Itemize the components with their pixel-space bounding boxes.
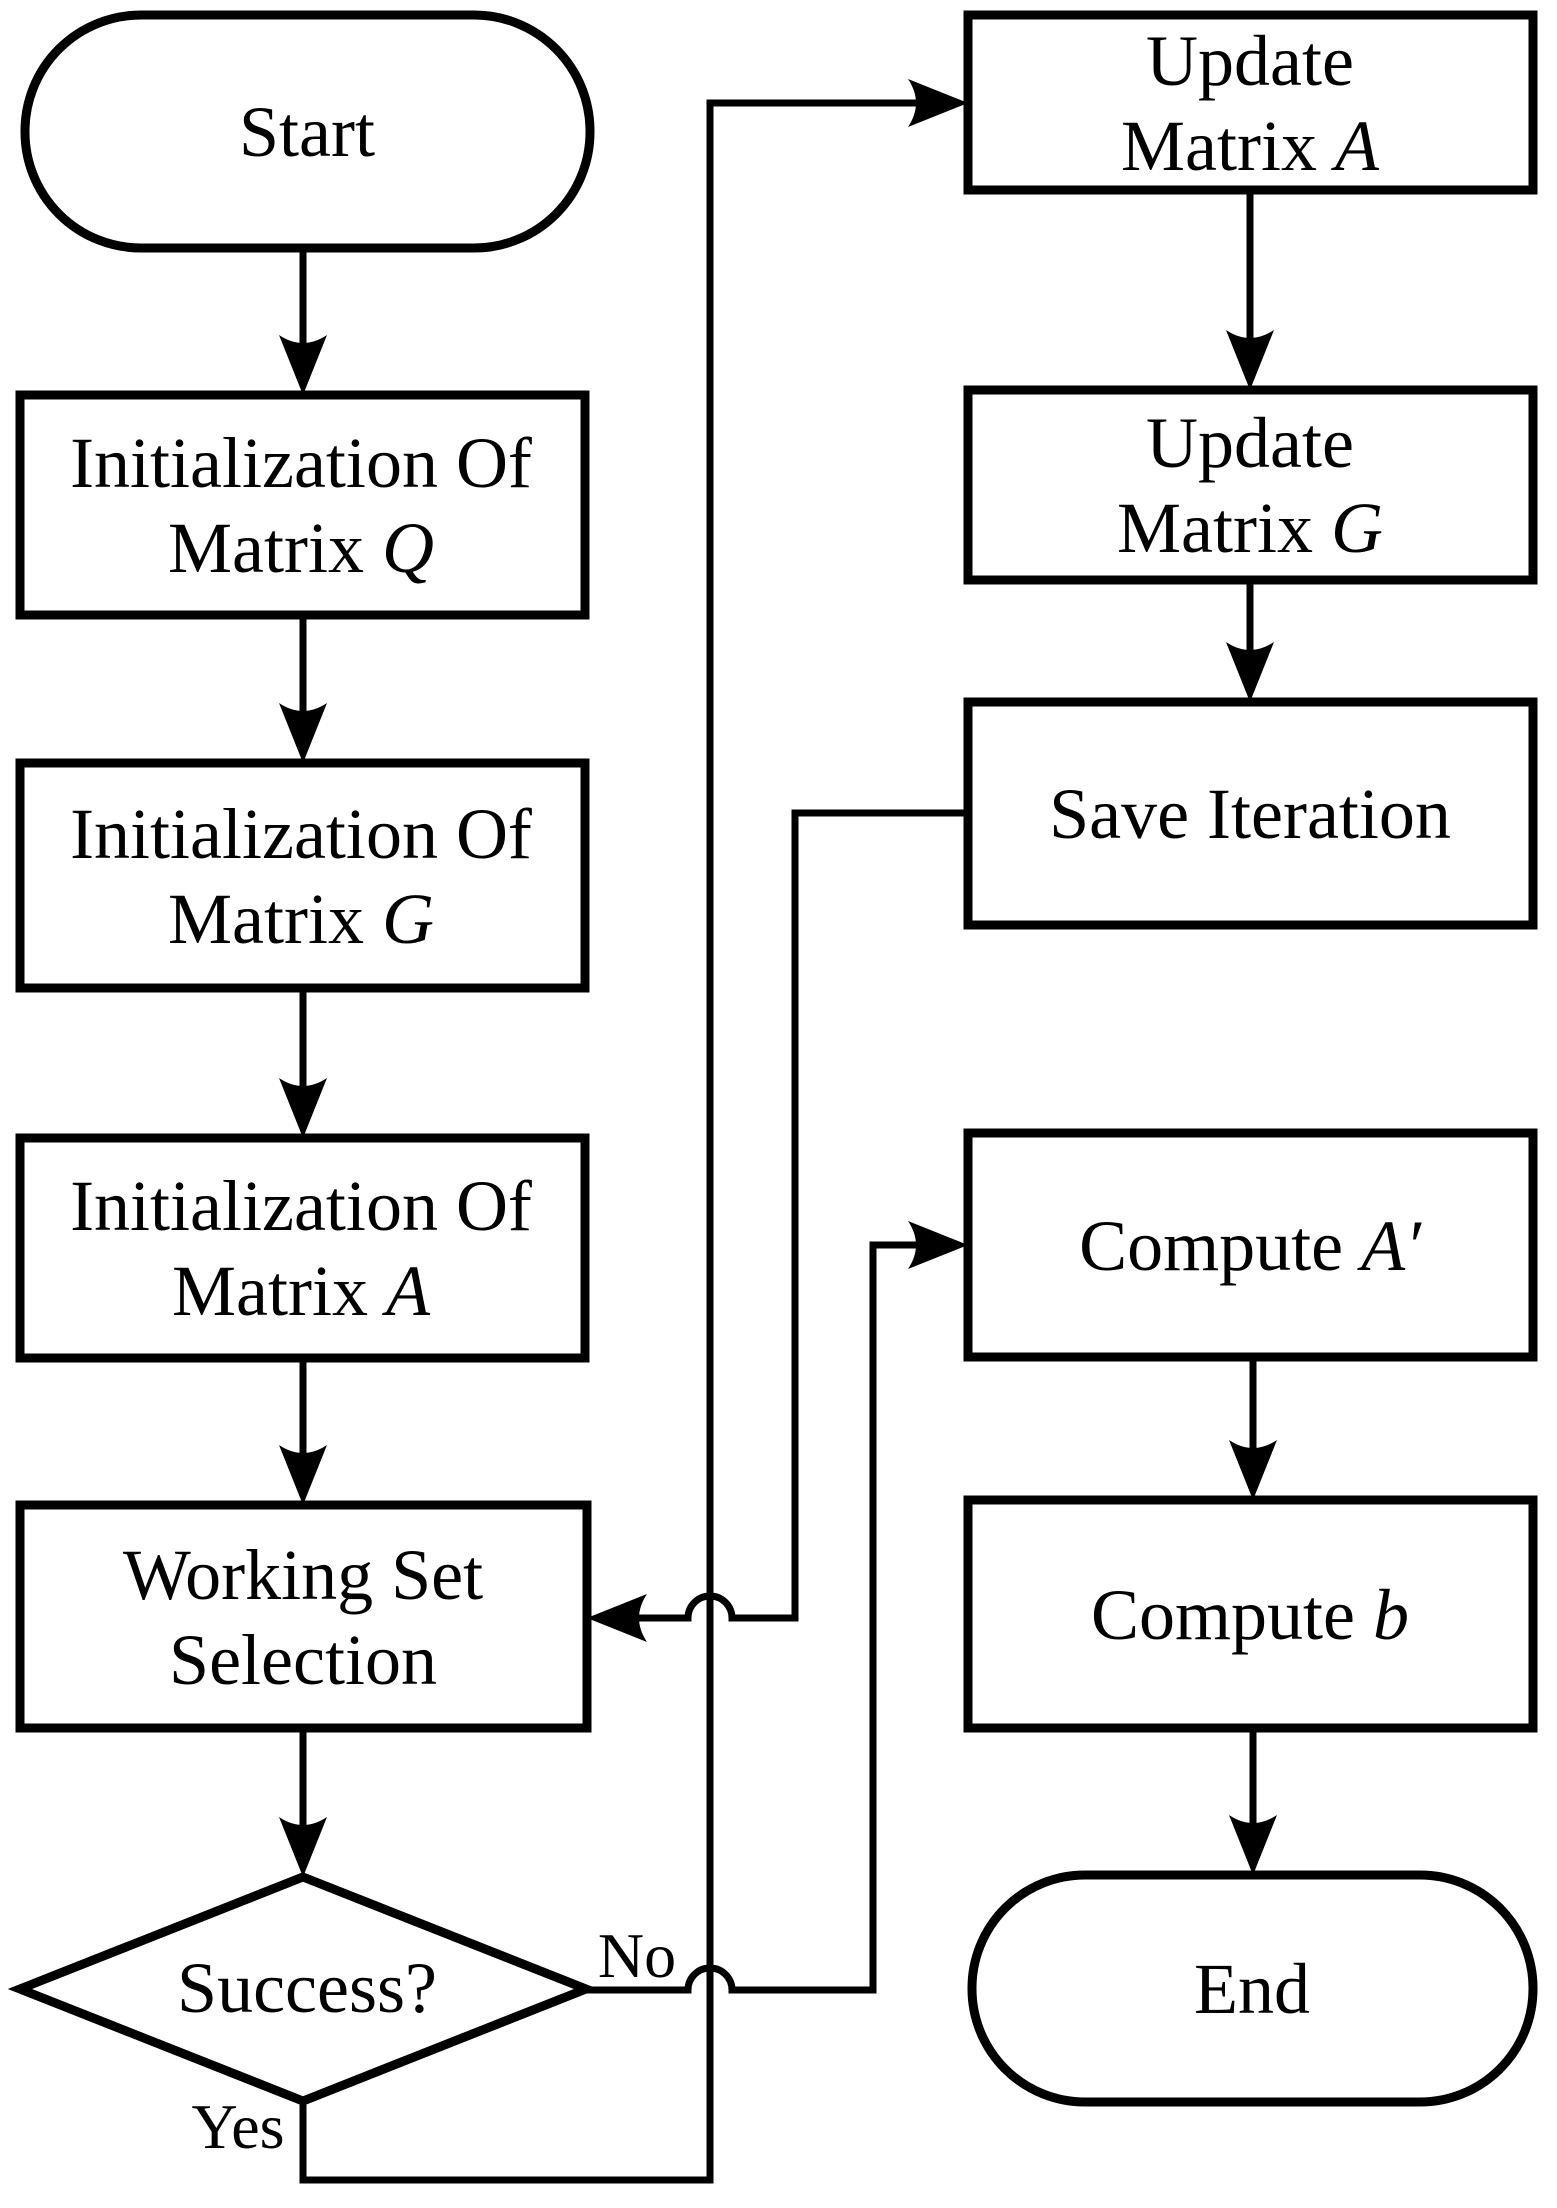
node-compute-a-prime: Compute A′: [963, 1128, 1538, 1362]
compute-a-prime-process-shape: [963, 1128, 1538, 1362]
edge-yes-loop-to-update-a: [299, 99, 940, 2184]
end-terminator-shape: [967, 1870, 1538, 2107]
success-label: Success?: [177, 1948, 437, 2028]
save-iteration-process-shape: [963, 697, 1538, 930]
init-g-label-line2: Matrix G: [168, 879, 434, 959]
start-label: Start: [239, 92, 375, 172]
arrowhead-success: [279, 1817, 327, 1877]
init-a-label-line1: Initialization Of: [70, 1166, 532, 1246]
node-end: End: [967, 1870, 1538, 2107]
init-g-label-line1: Initialization Of: [70, 794, 532, 874]
update-g-label-line1: Update: [1146, 403, 1354, 483]
update-g-process-shape: [963, 385, 1538, 585]
init-q-process-shape: [15, 390, 590, 620]
arrowhead-init-a: [279, 1078, 327, 1138]
update-g-label-line2: Matrix G: [1117, 488, 1383, 568]
init-g-process-shape: [15, 758, 590, 993]
node-save-iteration: Save Iteration: [963, 697, 1538, 930]
update-a-label-line1: Update: [1146, 21, 1354, 101]
node-update-g: Update Matrix G: [963, 385, 1538, 585]
arrowhead-init-q: [279, 335, 327, 395]
arrowhead-end: [1229, 1815, 1277, 1875]
start-terminator-shape: [20, 10, 595, 253]
init-a-process-shape: [15, 1133, 590, 1363]
node-update-a: Update Matrix A: [963, 10, 1538, 195]
arrowhead-compute-a-prime: [908, 1221, 968, 1269]
save-iteration-label: Save Iteration: [1049, 774, 1451, 854]
node-working-set: Working Set Selection: [15, 1500, 592, 1733]
node-success: Success?: [7, 1872, 599, 2106]
node-compute-b: Compute b: [963, 1495, 1538, 1733]
arrowhead-working-set: [279, 1445, 327, 1505]
compute-a-prime-label: Compute A′: [1079, 1206, 1422, 1286]
working-set-label-line2: Selection: [169, 1620, 437, 1700]
init-a-label-line2: Matrix A: [172, 1251, 431, 1331]
arrowhead-compute-b: [1229, 1440, 1277, 1500]
node-init-g: Initialization Of Matrix G: [15, 758, 590, 993]
arrowhead-update-g: [1226, 330, 1274, 390]
node-init-q: Initialization Of Matrix Q: [15, 390, 590, 620]
node-init-a: Initialization Of Matrix A: [15, 1133, 590, 1363]
edge-no-to-compute-a-prime: [583, 1241, 940, 1994]
init-q-label-line1: Initialization Of: [70, 423, 532, 503]
compute-b-label: Compute b: [1091, 1575, 1409, 1655]
arrowhead-working-set-return: [587, 1594, 647, 1642]
success-decision-shape: [7, 1872, 599, 2106]
arrowhead-update-a: [908, 79, 968, 127]
update-a-process-shape: [963, 10, 1538, 195]
working-set-label-line1: Working Set: [123, 1535, 483, 1615]
end-label: End: [1194, 1949, 1310, 2029]
init-q-label-line2: Matrix Q: [168, 508, 434, 588]
compute-b-process-shape: [963, 1495, 1538, 1733]
arrowhead-init-g: [279, 703, 327, 763]
node-start: Start: [20, 10, 595, 253]
edge-label-yes: Yes: [191, 2091, 284, 2162]
working-set-process-shape: [15, 1500, 592, 1733]
edge-save-to-working-set: [612, 809, 968, 1622]
update-a-label-line2: Matrix A: [1121, 106, 1380, 186]
arrowhead-save-iteration: [1226, 642, 1274, 702]
edge-label-no: No: [598, 1920, 676, 1991]
